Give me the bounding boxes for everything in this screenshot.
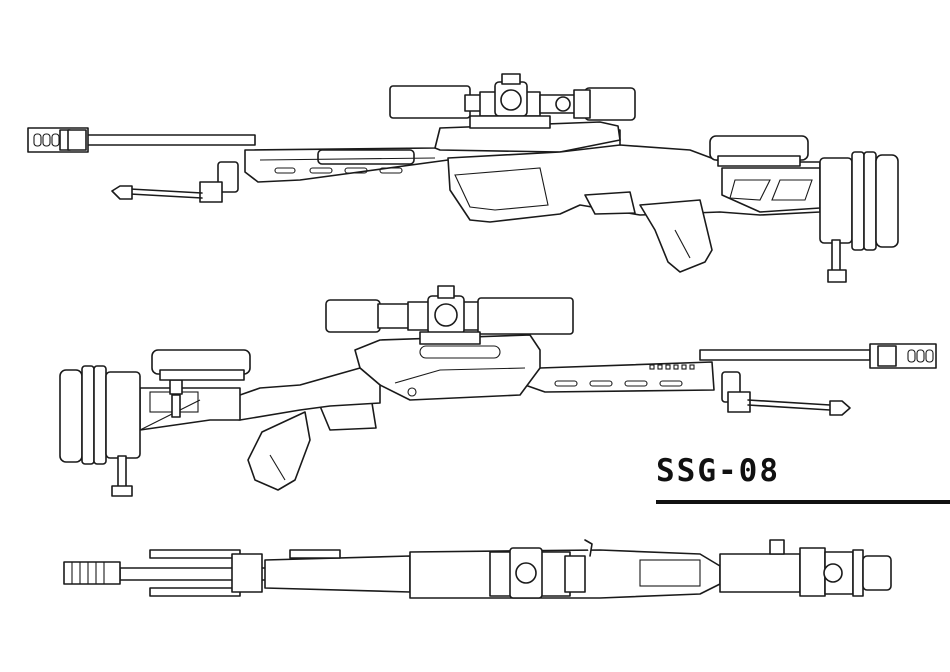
handguard-slots: [259, 149, 436, 174]
monopod: [111, 455, 133, 497]
handguard-slots: [554, 364, 695, 387]
receiver: [434, 121, 621, 153]
butt-pad: [819, 151, 899, 251]
rifle-view-top: [63, 539, 892, 599]
muzzle-brake: [27, 127, 89, 153]
bipod: [721, 371, 851, 416]
scope: [389, 73, 636, 129]
barrel: [699, 349, 871, 361]
monopod: [827, 239, 847, 283]
muzzle-brake: [869, 343, 937, 369]
handguard: [264, 555, 411, 593]
trigger-guard: [584, 191, 636, 215]
pistol-grip: [639, 199, 713, 273]
muzzle-brake: [63, 561, 121, 585]
barrel: [79, 134, 256, 146]
butt-pad: [59, 365, 141, 465]
model-title: SSG-08: [656, 453, 780, 489]
bipod: [149, 549, 263, 597]
pistol-grip: [247, 411, 311, 491]
title-underline: [656, 500, 950, 504]
trigger-guard: [319, 402, 377, 431]
scope: [325, 285, 574, 345]
rifle-view-left-side: [59, 285, 937, 497]
rifle-view-right-side: [27, 73, 899, 283]
bipod: [111, 161, 239, 203]
